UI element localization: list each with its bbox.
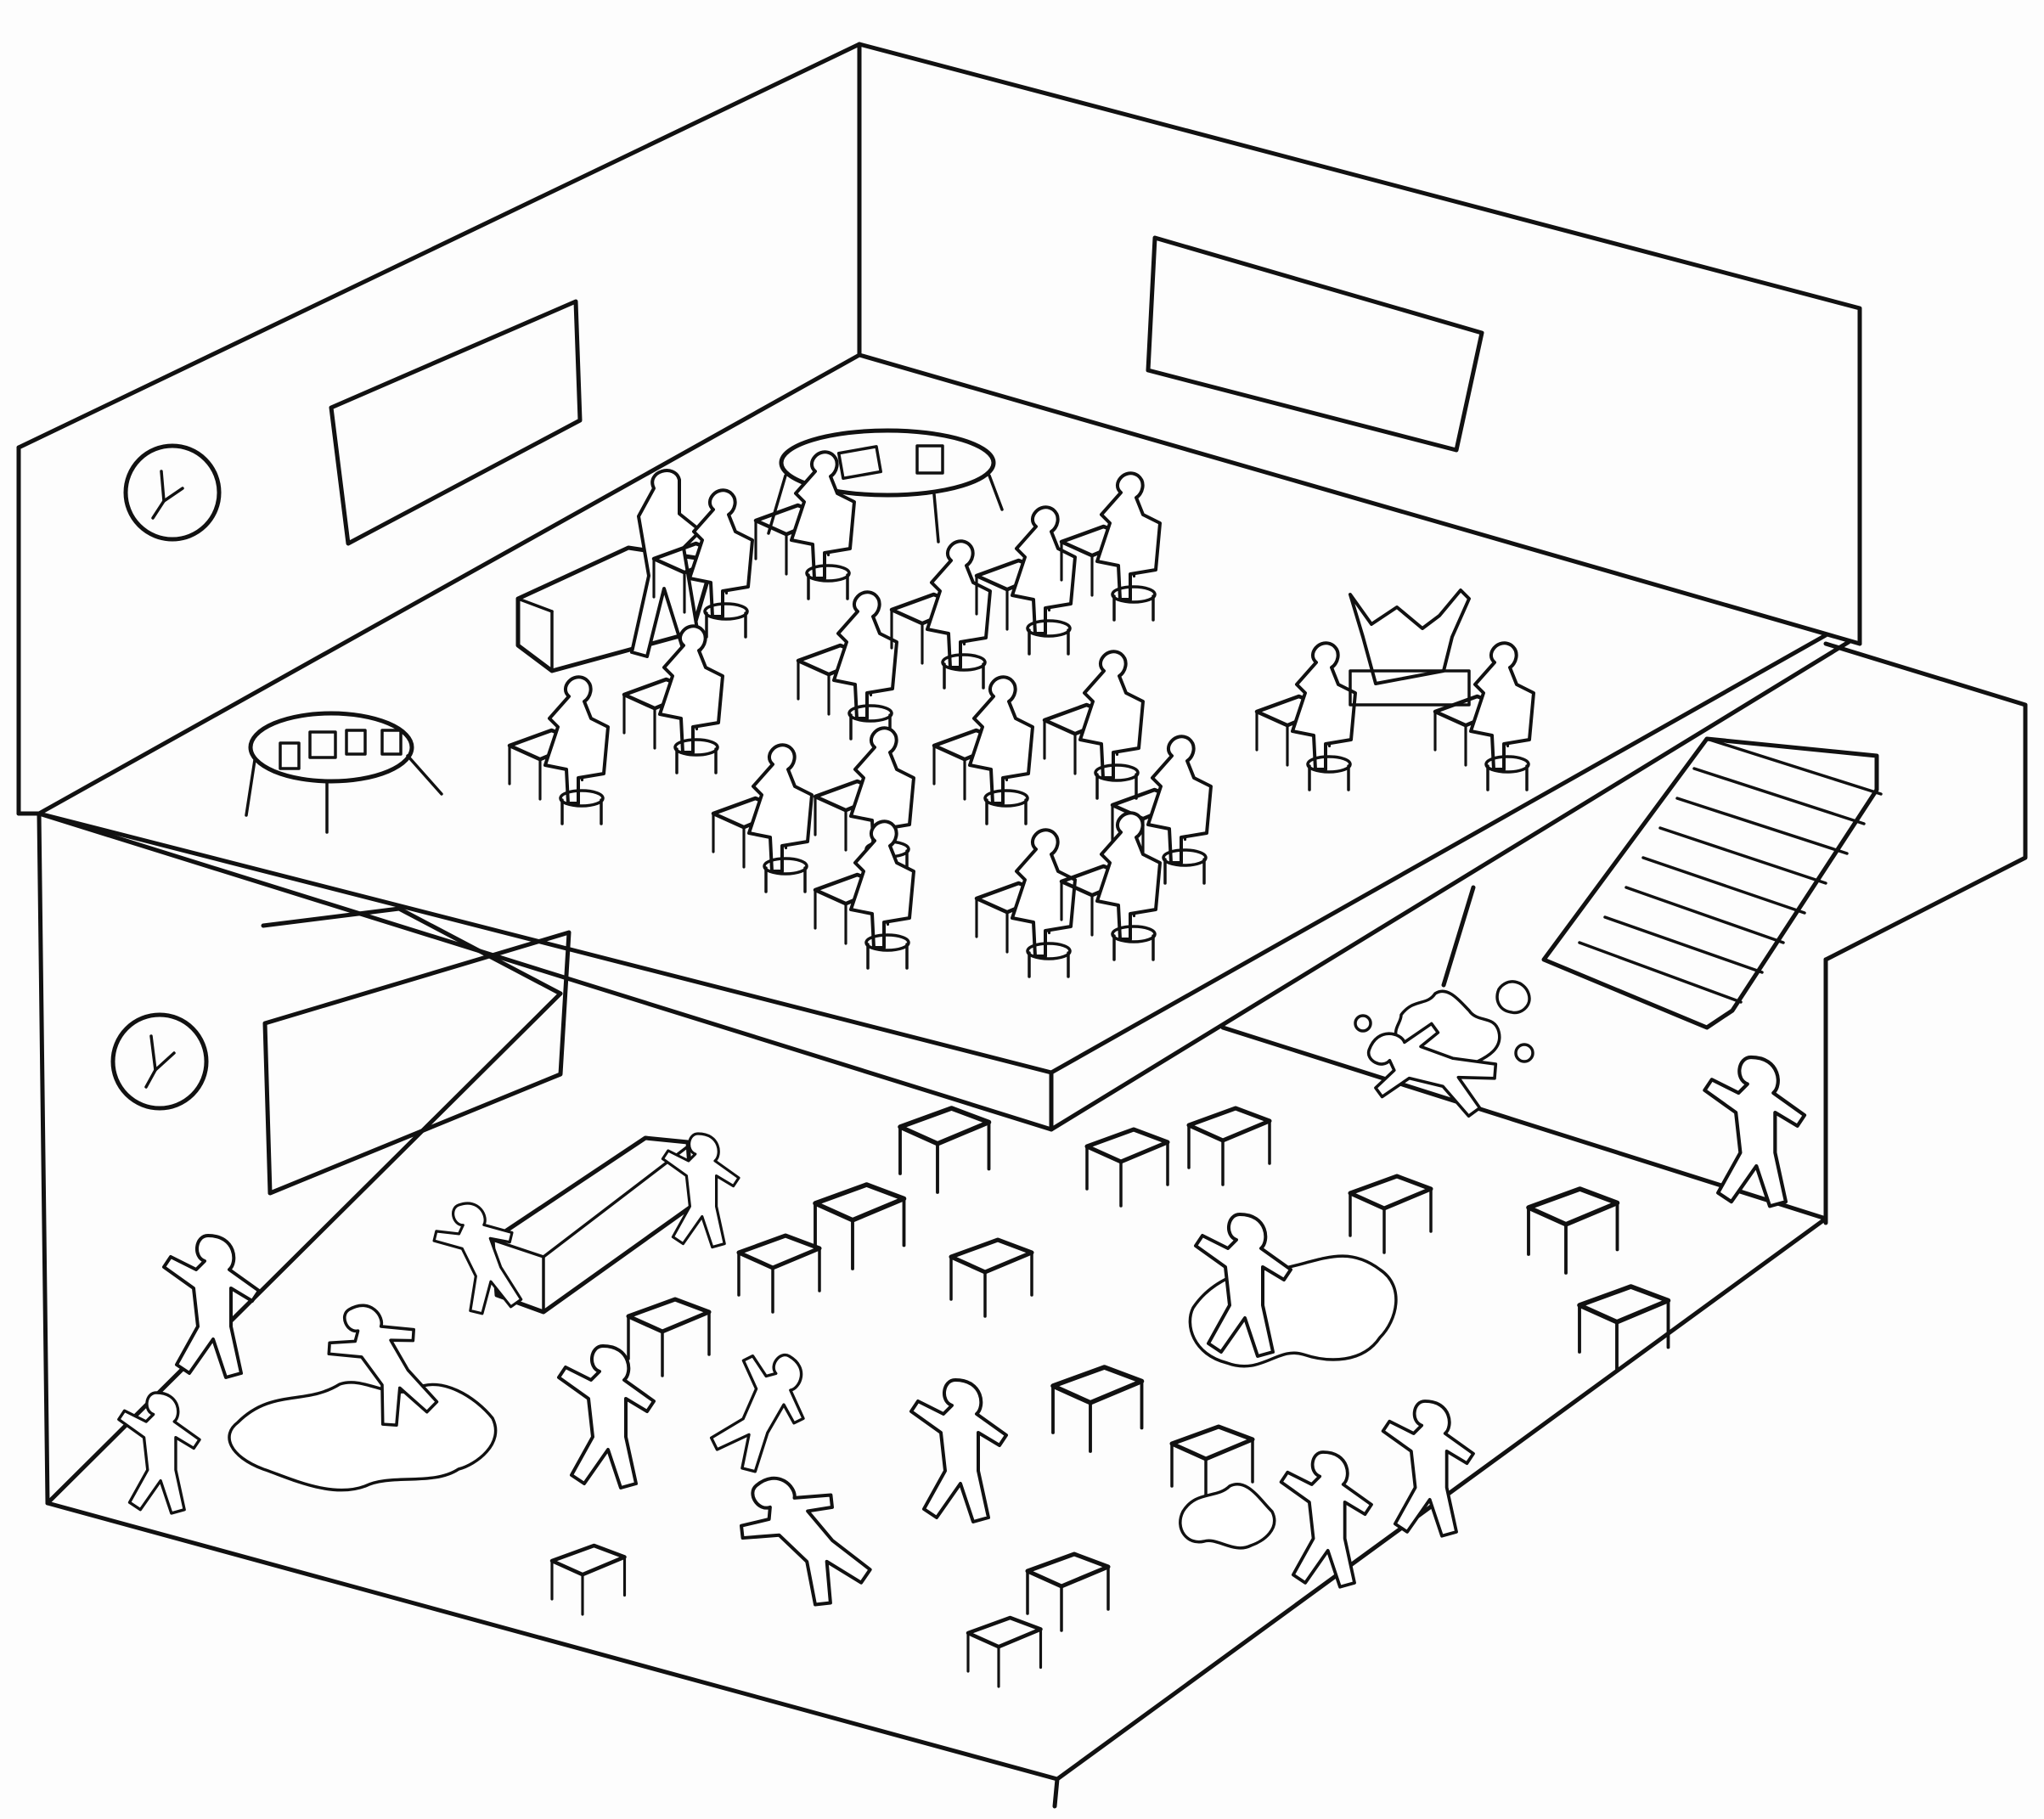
seated-student <box>622 624 724 774</box>
building-outline <box>16 42 2028 1809</box>
seated-student <box>1254 641 1357 791</box>
desk <box>966 1615 1043 1688</box>
seated-student <box>796 590 898 741</box>
desk <box>898 1106 992 1194</box>
desk <box>949 1237 1034 1318</box>
running-figure <box>909 1378 1008 1523</box>
desk <box>1084 1127 1170 1208</box>
running-figure <box>117 1391 201 1515</box>
seated-student <box>1042 650 1145 800</box>
seated-student <box>651 488 754 639</box>
seated-student <box>813 819 915 970</box>
desk <box>736 1233 822 1314</box>
desk <box>813 1182 907 1270</box>
running-figure <box>1703 1055 1807 1208</box>
lower-classroom <box>117 980 1807 1688</box>
clock-icon <box>110 1012 209 1111</box>
desk <box>1186 1106 1272 1186</box>
desk <box>1526 1186 1620 1275</box>
seated-student <box>1433 641 1535 791</box>
seated-students <box>507 450 1535 978</box>
running-figure <box>162 1234 261 1379</box>
running-figure <box>432 1202 523 1315</box>
clock-icon <box>123 443 222 542</box>
running-figure <box>327 1304 439 1427</box>
seated-student <box>974 505 1077 656</box>
running-figure <box>1366 1022 1498 1118</box>
desk <box>1348 1174 1433 1254</box>
desk <box>1025 1552 1111 1632</box>
staircase <box>1541 736 1883 1030</box>
running-figure <box>557 1344 656 1490</box>
desk <box>549 1543 627 1616</box>
seated-student <box>711 743 814 893</box>
running-figure <box>1194 1213 1292 1358</box>
seated-student <box>974 828 1077 978</box>
seated-student <box>1059 811 1162 961</box>
running-figure <box>740 1476 872 1607</box>
long-desk <box>490 1135 695 1315</box>
desk <box>1577 1284 1671 1372</box>
desk <box>1050 1365 1145 1453</box>
seated-student <box>507 675 610 825</box>
seated-student <box>753 450 856 600</box>
running-figure <box>709 1353 805 1473</box>
running-figure <box>661 1132 740 1249</box>
running-figure <box>1381 1399 1475 1538</box>
windows <box>262 235 1484 1196</box>
round-table <box>245 711 443 834</box>
upper-classroom <box>245 428 1535 978</box>
seated-student <box>889 539 992 690</box>
running-figure <box>1279 1450 1373 1589</box>
seated-student <box>932 675 1034 825</box>
seated-student <box>1059 471 1162 622</box>
desk <box>626 1297 712 1377</box>
student-group <box>1349 588 1471 707</box>
fleeing-figures <box>117 1022 1807 1607</box>
overturned-desks <box>549 1106 1671 1688</box>
